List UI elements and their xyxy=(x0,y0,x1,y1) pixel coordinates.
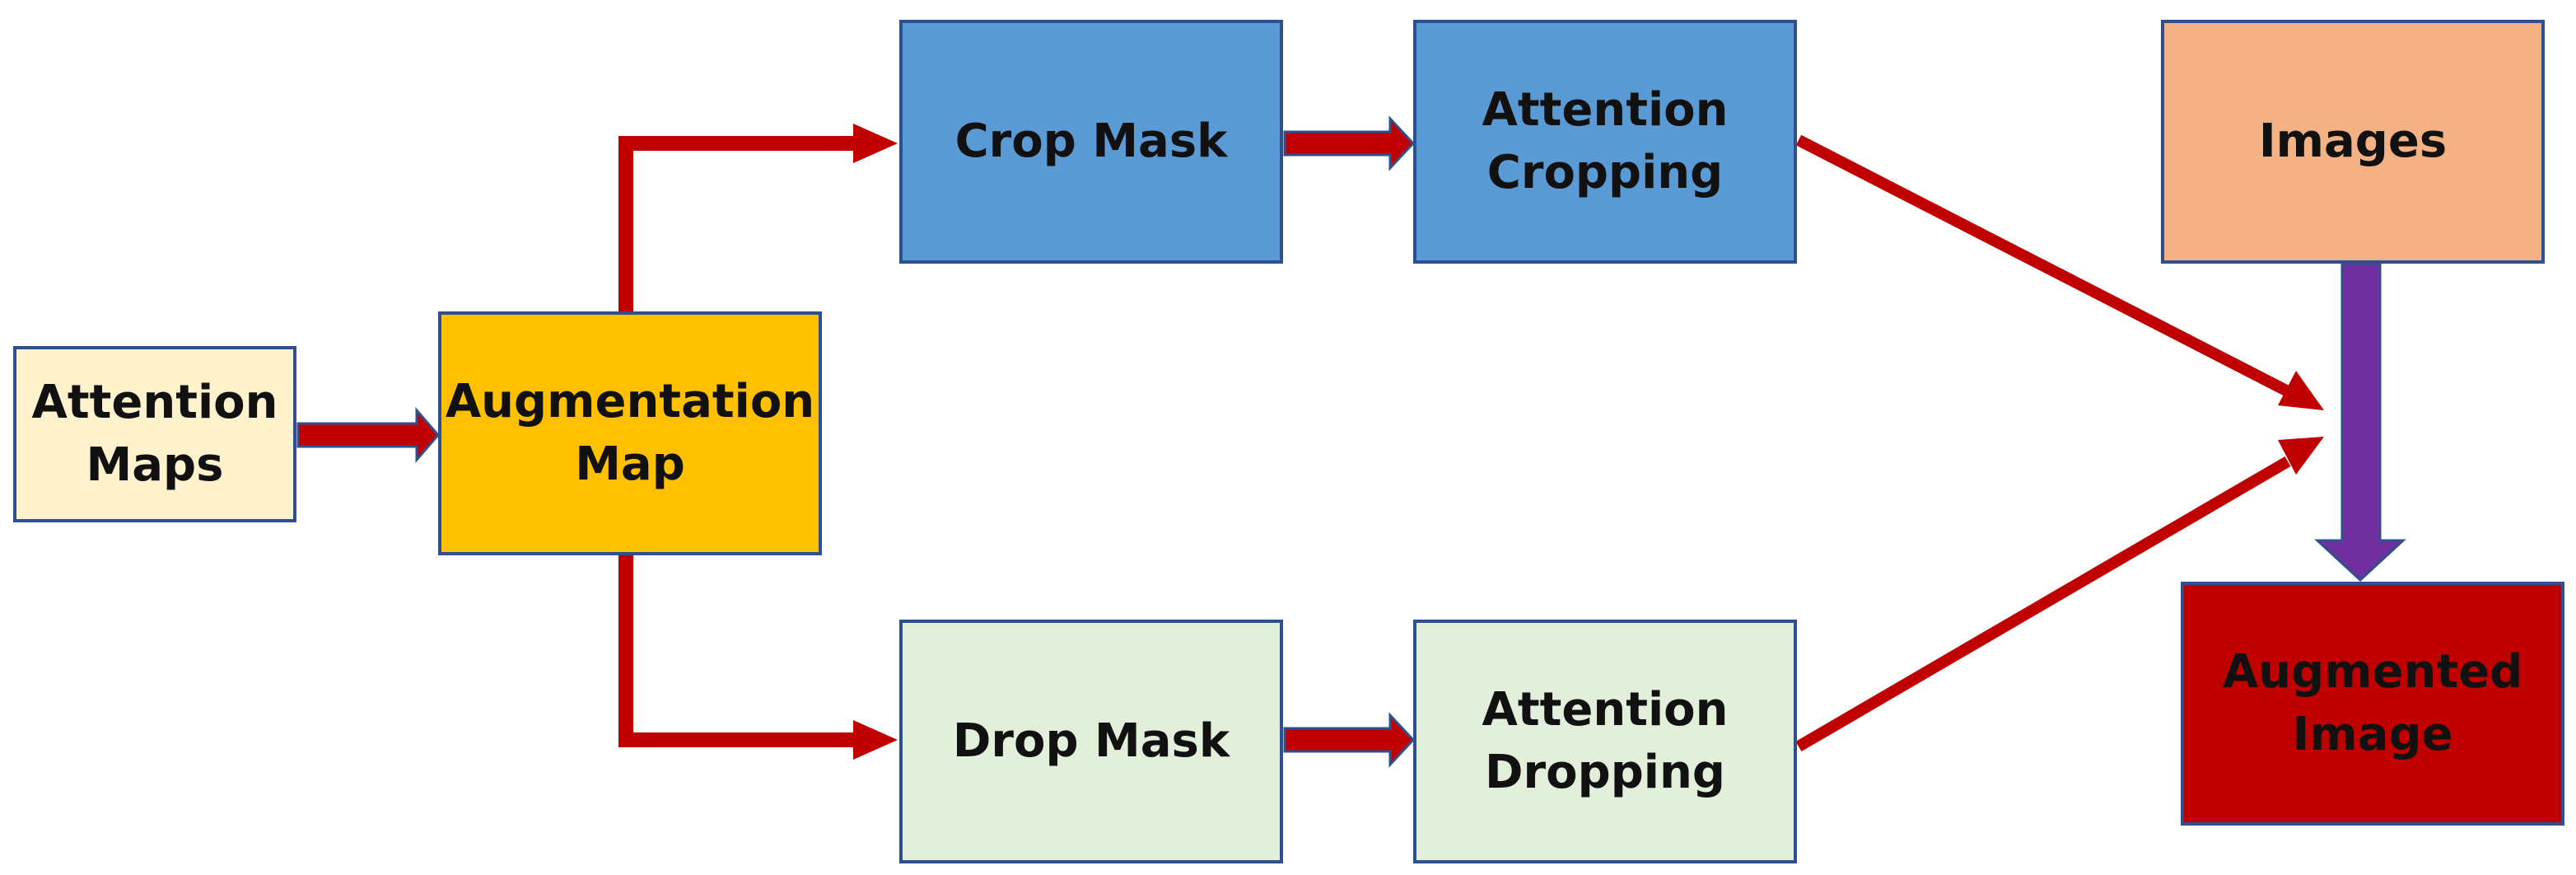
node-drop-mask: Drop Mask xyxy=(899,620,1283,863)
node-label-line: Augmentation xyxy=(445,375,815,428)
arrow-drop-to-dropping xyxy=(1283,712,1416,768)
node-augmented-image: Augmented Image xyxy=(2181,582,2564,826)
node-attention-dropping: Attention Dropping xyxy=(1413,620,1797,863)
arrowhead-cropping-merge xyxy=(2278,371,2324,410)
node-label-line: Maps xyxy=(86,438,224,492)
connector-augmentation-to-drop xyxy=(618,555,856,747)
arrowhead-to-drop-mask xyxy=(853,720,898,760)
node-images: Images xyxy=(2161,20,2545,264)
node-augmentation-map: Augmentation Map xyxy=(438,311,822,555)
node-label-line: Crop Mask xyxy=(954,115,1228,168)
arrowhead-dropping-merge xyxy=(2278,437,2324,475)
node-attention-maps: Attention Maps xyxy=(13,346,296,522)
node-crop-mask: Crop Mask xyxy=(899,20,1283,264)
node-label-line: Images xyxy=(2258,115,2448,168)
arrow-maps-to-augmentation xyxy=(296,406,440,464)
node-label-line: Drop Mask xyxy=(952,714,1230,768)
node-label-line: Attention xyxy=(1482,83,1729,137)
node-label-line: Attention xyxy=(31,376,278,429)
arrow-crop-to-cropping xyxy=(1283,115,1416,171)
node-label-line: Cropping xyxy=(1486,146,1724,199)
connector-cropping-to-merge xyxy=(1795,134,2293,398)
connector-augmentation-to-crop xyxy=(618,136,856,311)
node-label-line: Attention xyxy=(1482,683,1729,737)
connector-dropping-to-merge xyxy=(1795,456,2291,752)
arrow-images-to-augmented xyxy=(2314,262,2406,583)
node-label-line: Dropping xyxy=(1485,746,1725,799)
node-label-line: Map xyxy=(575,438,685,491)
node-attention-cropping: Attention Cropping xyxy=(1413,20,1797,264)
arrowhead-to-crop-mask xyxy=(853,124,898,163)
node-label-line: Augmented xyxy=(2222,645,2523,699)
node-label-line: Image xyxy=(2292,708,2453,761)
